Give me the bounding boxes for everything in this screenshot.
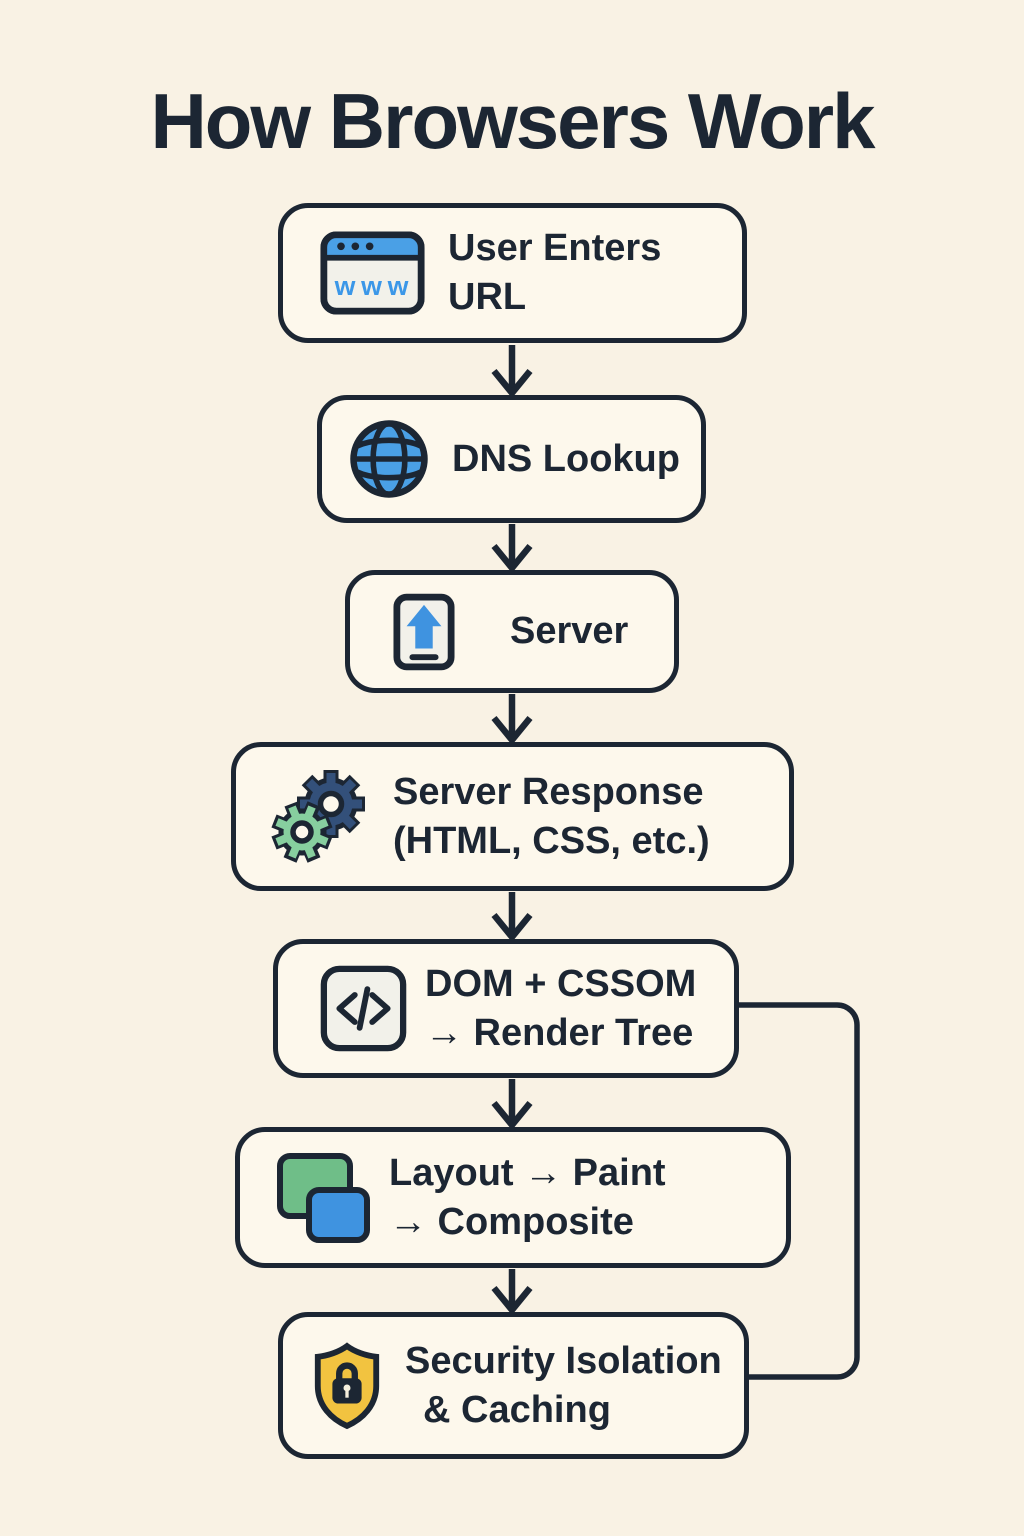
step-server: Server bbox=[345, 570, 679, 693]
upload-icon bbox=[393, 593, 455, 670]
step-dom-cssom-render-tree: DOM + CSSOM → Render Tree bbox=[273, 939, 739, 1078]
browser-www-icon: www bbox=[320, 231, 425, 315]
step-security-isolation-caching: Security Isolation & Caching bbox=[278, 1312, 749, 1459]
step-label: User Enters URL bbox=[448, 227, 662, 318]
arrow-down-2 bbox=[491, 524, 533, 572]
step-label: Layout → Paint → Composite bbox=[389, 1151, 666, 1243]
elbow-connector bbox=[738, 1002, 860, 1380]
step-server-response: Server Response (HTML, CSS, etc.) bbox=[231, 742, 794, 891]
shield-lock-icon bbox=[314, 1341, 380, 1429]
step-layout-paint-composite: Layout → Paint → Composite bbox=[235, 1127, 791, 1268]
step-label: DNS Lookup bbox=[452, 437, 680, 480]
arrow-down-3 bbox=[491, 694, 533, 744]
globe-icon bbox=[350, 420, 428, 498]
step-user-enters-url: www User Enters URL bbox=[278, 203, 747, 343]
arrow-down-1 bbox=[491, 345, 533, 397]
code-icon bbox=[320, 965, 407, 1052]
www-icon-text: www bbox=[334, 271, 415, 301]
step-label: DOM + CSSOM → Render Tree bbox=[425, 962, 697, 1054]
step-label: Server Response (HTML, CSS, etc.) bbox=[393, 770, 710, 862]
step-label: Server bbox=[510, 610, 629, 652]
arrow-down-6 bbox=[491, 1269, 533, 1314]
layers-icon bbox=[277, 1152, 370, 1243]
step-label: Security Isolation & Caching bbox=[405, 1339, 722, 1431]
arrow-down-4 bbox=[491, 892, 533, 941]
arrow-down-5 bbox=[491, 1079, 533, 1129]
gears-icon bbox=[271, 769, 365, 863]
step-dns-lookup: DNS Lookup bbox=[317, 395, 706, 523]
page-title: How Browsers Work bbox=[150, 77, 875, 165]
